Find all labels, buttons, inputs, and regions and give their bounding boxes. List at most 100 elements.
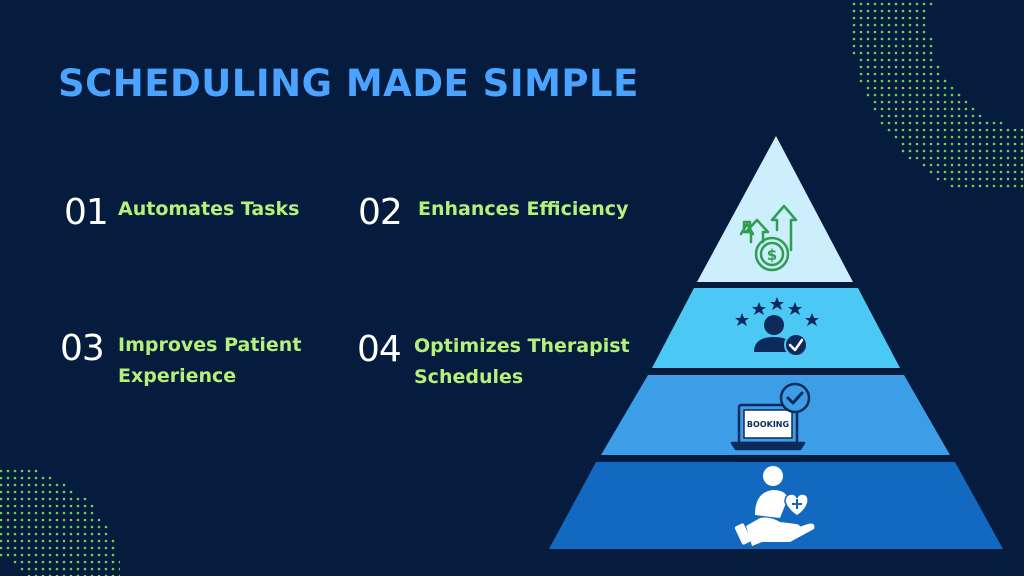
- dot: [950, 177, 954, 181]
- dot: [62, 490, 66, 494]
- dot: [901, 44, 905, 48]
- dot: [915, 72, 919, 76]
- svg-text:$: $: [767, 246, 777, 264]
- dot: [41, 490, 45, 494]
- dot: [999, 177, 1003, 181]
- dot: [55, 518, 59, 522]
- dot: [901, 114, 905, 118]
- dot: [27, 511, 31, 515]
- dot: [985, 149, 989, 153]
- dot: [971, 170, 975, 174]
- dot: [999, 184, 1003, 188]
- dot: [97, 567, 101, 571]
- dot: [1013, 142, 1017, 146]
- dot: [887, 23, 891, 27]
- dot: [62, 567, 66, 571]
- dot: [34, 560, 38, 564]
- dot: [908, 30, 912, 34]
- dot: [48, 546, 52, 550]
- dot: [873, 37, 877, 41]
- dot: [41, 539, 45, 543]
- dot: [0, 525, 3, 529]
- dot: [1013, 135, 1017, 139]
- dot: [852, 44, 856, 48]
- dot: [908, 156, 912, 160]
- dot: [27, 483, 31, 487]
- dot: [55, 532, 59, 536]
- dot: [27, 504, 31, 508]
- dot: [922, 128, 926, 132]
- dot: [894, 44, 898, 48]
- item-label-line: Experience: [118, 365, 237, 387]
- dot: [992, 135, 996, 139]
- dot: [971, 107, 975, 111]
- dot: [62, 539, 66, 543]
- dot: [915, 30, 919, 34]
- dot: [887, 128, 891, 132]
- dot: [880, 72, 884, 76]
- item-label-line: Improves Patient: [118, 334, 302, 356]
- dot: [880, 65, 884, 69]
- dot: [880, 58, 884, 62]
- dot: [922, 149, 926, 153]
- dot: [922, 72, 926, 76]
- dot: [908, 135, 912, 139]
- dot: [929, 86, 933, 90]
- dot: [999, 149, 1003, 153]
- dot: [6, 525, 10, 529]
- dot: [908, 72, 912, 76]
- dot: [880, 93, 884, 97]
- dot: [957, 142, 961, 146]
- dot: [41, 483, 45, 487]
- dot: [48, 553, 52, 557]
- dot: [943, 156, 947, 160]
- dot: [908, 44, 912, 48]
- dot: [880, 114, 884, 118]
- dot: [97, 518, 101, 522]
- dot: [964, 100, 968, 104]
- dot: [929, 135, 933, 139]
- dot: [971, 135, 975, 139]
- dot: [90, 511, 94, 515]
- dot: [936, 93, 940, 97]
- dot: [62, 525, 66, 529]
- money-growth-icon: $: [739, 204, 798, 272]
- dot: [971, 156, 975, 160]
- dot: [97, 525, 101, 529]
- dot: [894, 100, 898, 104]
- dot: [34, 490, 38, 494]
- dot: [852, 23, 856, 27]
- dot: [929, 142, 933, 146]
- dot: [922, 142, 926, 146]
- dot: [957, 93, 961, 97]
- dot: [27, 567, 31, 571]
- dot: [866, 2, 870, 6]
- dot: [950, 135, 954, 139]
- dot: [915, 86, 919, 90]
- dot: [964, 163, 968, 167]
- dot: [894, 107, 898, 111]
- dot: [887, 51, 891, 55]
- dot: [985, 177, 989, 181]
- dot: [922, 156, 926, 160]
- dot: [34, 483, 38, 487]
- dot: [13, 525, 17, 529]
- dot: [915, 149, 919, 153]
- dot: [936, 163, 940, 167]
- dot: [34, 546, 38, 550]
- dot: [1020, 163, 1024, 167]
- dot: [76, 511, 80, 515]
- item-number: 04: [357, 329, 402, 370]
- dot: [20, 476, 24, 480]
- dot: [852, 16, 856, 20]
- dot: [887, 100, 891, 104]
- dot: [950, 114, 954, 118]
- dot: [97, 546, 101, 550]
- dot: [27, 560, 31, 564]
- dot: [1006, 170, 1010, 174]
- dot: [978, 163, 982, 167]
- dot: [929, 100, 933, 104]
- dot: [915, 51, 919, 55]
- dot: [922, 93, 926, 97]
- laptop-booking-icon: BOOKING: [730, 382, 811, 451]
